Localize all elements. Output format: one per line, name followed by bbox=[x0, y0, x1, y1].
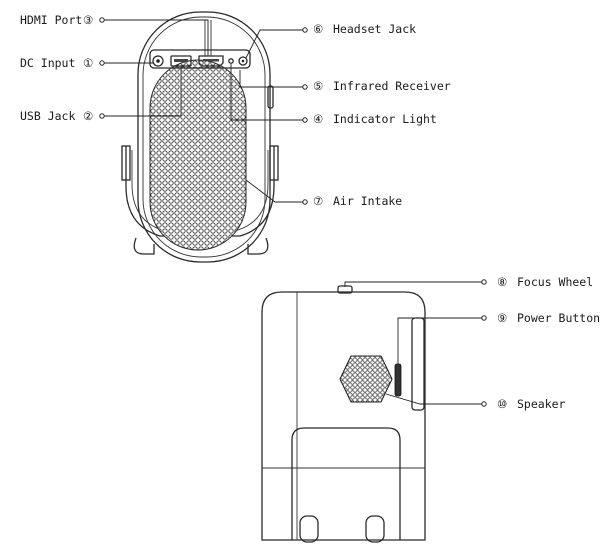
air-intake-grille bbox=[149, 59, 247, 251]
front-right-foot bbox=[247, 237, 269, 255]
callout-number: ⑥ bbox=[313, 22, 323, 36]
callout-label: Focus Wheel bbox=[517, 275, 593, 289]
front-view: HDMI Port ③ DC Input ① USB Jack ② ⑥ Head… bbox=[20, 11, 451, 263]
callout-label: DC Input bbox=[20, 56, 75, 70]
dc-input-port bbox=[152, 55, 164, 67]
callout-number: ⑦ bbox=[313, 194, 323, 208]
callout-label: Air Intake bbox=[333, 194, 402, 208]
callout-number: ⑧ bbox=[497, 275, 507, 289]
callout-indicator-light: ④ Indicator Light bbox=[230, 64, 437, 126]
front-left-foot bbox=[133, 237, 155, 255]
power-button bbox=[394, 363, 402, 397]
callout-label: Headset Jack bbox=[333, 22, 416, 36]
front-body-outline bbox=[137, 11, 271, 263]
port-panel bbox=[149, 49, 251, 69]
callout-label: HDMI Port bbox=[20, 13, 82, 27]
indicator-light bbox=[228, 58, 234, 64]
stand-left-hinge bbox=[121, 145, 131, 181]
side-right-foot bbox=[365, 515, 385, 543]
callout-number: ⑤ bbox=[313, 79, 323, 93]
callout-label: Speaker bbox=[517, 397, 566, 411]
callout-usb-jack: USB Jack ② bbox=[20, 66, 182, 123]
callout-infrared-receiver: ⑤ Infrared Receiver bbox=[239, 70, 451, 93]
callout-label: Indicator Light bbox=[333, 112, 437, 126]
headset-jack bbox=[238, 56, 248, 66]
callout-number: ④ bbox=[313, 112, 323, 126]
speaker-grille bbox=[339, 355, 393, 403]
side-view: ⑧ Focus Wheel ⑨ Power Button ⑩ Speaker bbox=[261, 275, 600, 543]
callout-focus-wheel: ⑧ Focus Wheel bbox=[344, 275, 593, 289]
side-stand bbox=[291, 427, 401, 540]
callout-hdmi-port: HDMI Port ③ bbox=[20, 13, 209, 56]
callout-air-intake: ⑦ Air Intake bbox=[245, 179, 402, 208]
callout-number: ① bbox=[83, 56, 93, 70]
hdmi-port bbox=[198, 55, 224, 67]
callout-label: Infrared Receiver bbox=[333, 79, 451, 93]
callout-number: ⑨ bbox=[497, 311, 507, 325]
callout-headset-jack: ⑥ Headset Jack bbox=[245, 22, 416, 59]
callout-label: Power Button bbox=[517, 311, 600, 325]
callout-power-button: ⑨ Power Button bbox=[397, 311, 600, 364]
callout-number: ⑩ bbox=[497, 397, 507, 411]
side-left-foot bbox=[299, 515, 319, 543]
callout-label: USB Jack bbox=[20, 109, 75, 123]
callout-speaker: ⑩ Speaker bbox=[385, 393, 566, 411]
callout-number: ② bbox=[83, 109, 93, 123]
side-body-outline bbox=[261, 291, 426, 541]
callout-dc-input: DC Input ① bbox=[20, 56, 153, 70]
callout-number: ③ bbox=[83, 13, 93, 27]
